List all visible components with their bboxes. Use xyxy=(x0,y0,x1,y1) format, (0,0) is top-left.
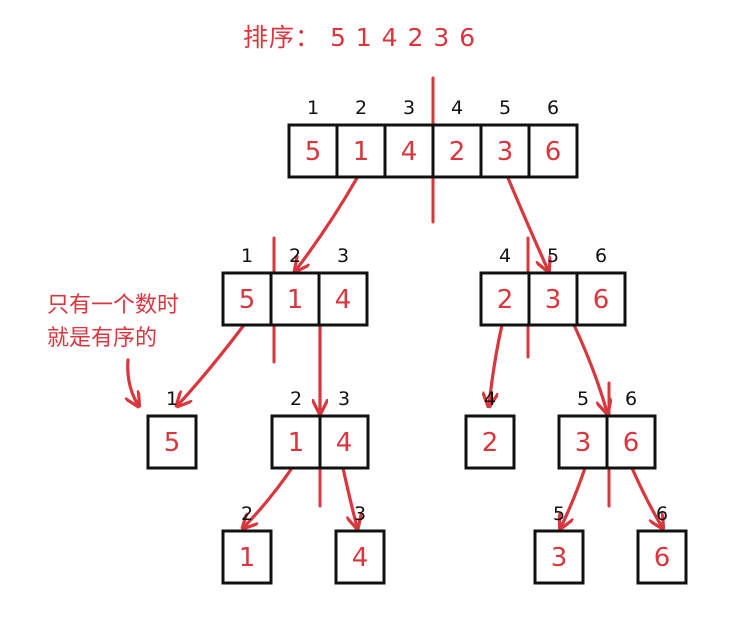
array-cell xyxy=(317,271,369,327)
cell-value: 5 xyxy=(239,285,256,315)
arrow-root-to-left xyxy=(296,176,359,270)
array-cell xyxy=(334,529,386,585)
index-label: 4 xyxy=(451,97,463,119)
note-line-1: 只有一个数时 xyxy=(47,293,179,318)
array-cell xyxy=(146,414,198,470)
index-label: 1 xyxy=(166,388,178,410)
index-label: 3 xyxy=(337,245,349,267)
arrow-lpair-to-leaf2 xyxy=(244,466,294,527)
cell-value: 6 xyxy=(623,428,640,458)
cell-value: 3 xyxy=(545,285,562,315)
array-cell xyxy=(479,123,531,179)
array-leaf-3: 43 xyxy=(334,503,386,585)
cell-value: 6 xyxy=(654,543,671,573)
array-left: 5 1 1 2 4 3 xyxy=(221,245,369,327)
index-label: 6 xyxy=(625,388,637,410)
array-cell xyxy=(431,123,483,179)
array-cell xyxy=(527,271,579,327)
array-cell xyxy=(636,529,688,585)
index-label: 2 xyxy=(289,245,301,267)
arrow-left-to-leaf1 xyxy=(178,323,246,405)
index-label: 5 xyxy=(547,245,559,267)
index-label: 5 xyxy=(553,503,565,525)
array-cell xyxy=(527,123,579,179)
array-r-leaf-4: 24 xyxy=(464,388,516,470)
index-label: 1 xyxy=(241,245,253,267)
array-cell xyxy=(221,271,273,327)
arrow-rpair-to-leaf5 xyxy=(561,466,587,527)
array-l-pair: 1 2 4 3 xyxy=(270,388,370,470)
index-label: 2 xyxy=(355,97,367,119)
array-leaf-6: 66 xyxy=(636,503,688,585)
cell-value: 2 xyxy=(482,428,499,458)
arrow-note-pointer xyxy=(128,358,138,405)
cell-value: 1 xyxy=(353,137,370,167)
arrow-root-to-right xyxy=(506,176,548,270)
cell-value: 4 xyxy=(352,543,369,573)
cell-value: 3 xyxy=(551,543,568,573)
index-label: 4 xyxy=(484,388,496,410)
array-cell xyxy=(318,414,370,470)
arrow-lpair-to-leaf3 xyxy=(341,466,357,527)
index-label: 2 xyxy=(241,503,253,525)
cell-value: 3 xyxy=(575,428,592,458)
index-label: 6 xyxy=(547,97,559,119)
index-label: 5 xyxy=(577,388,589,410)
arrow-rpair-to-leaf6 xyxy=(630,466,662,527)
array-right: 2 4 3 5 6 6 xyxy=(479,245,627,327)
cell-value: 1 xyxy=(287,285,304,315)
array-cell xyxy=(575,271,627,327)
array-root: 5 1 1 2 4 3 2 4 3 5 6 6 xyxy=(287,97,579,179)
array-cell xyxy=(270,414,322,470)
index-label: 2 xyxy=(290,388,302,410)
array-cell xyxy=(533,529,585,585)
array-cell xyxy=(479,271,531,327)
index-label: 3 xyxy=(403,97,415,119)
arrow-right-to-leaf4 xyxy=(489,323,504,405)
cell-value: 2 xyxy=(449,137,466,167)
cell-value: 2 xyxy=(497,285,514,315)
diagram-title: 排序： 5 1 4 2 3 6 xyxy=(243,23,476,52)
cell-value: 6 xyxy=(545,137,562,167)
index-label: 6 xyxy=(656,503,668,525)
array-group: 5112432435665112432435665112432435661243… xyxy=(146,97,688,585)
cell-value: 6 xyxy=(593,285,610,315)
array-cell xyxy=(383,123,435,179)
cell-value: 5 xyxy=(305,137,322,167)
cell-value: 5 xyxy=(164,428,181,458)
cell-value: 4 xyxy=(335,285,352,315)
note-line-2: 就是有序的 xyxy=(47,326,157,351)
array-l-leaf-1: 51 xyxy=(146,388,198,470)
index-label: 3 xyxy=(338,388,350,410)
cell-value: 4 xyxy=(336,428,353,458)
array-cell xyxy=(464,414,516,470)
index-label: 5 xyxy=(499,97,511,119)
cell-value: 1 xyxy=(288,428,305,458)
cell-value: 3 xyxy=(497,137,514,167)
index-label: 6 xyxy=(595,245,607,267)
array-leaf-5: 35 xyxy=(533,503,585,585)
cell-value: 1 xyxy=(239,543,256,573)
array-leaf-2: 12 xyxy=(221,503,273,585)
index-label: 1 xyxy=(307,97,319,119)
arrow-right-to-pair xyxy=(572,323,607,412)
index-label: 3 xyxy=(354,503,366,525)
cell-value: 4 xyxy=(401,137,418,167)
array-cell xyxy=(605,414,657,470)
array-cell xyxy=(221,529,273,585)
index-label: 4 xyxy=(499,245,511,267)
array-r-pair: 3 5 6 6 xyxy=(557,388,657,470)
array-cell xyxy=(269,271,321,327)
